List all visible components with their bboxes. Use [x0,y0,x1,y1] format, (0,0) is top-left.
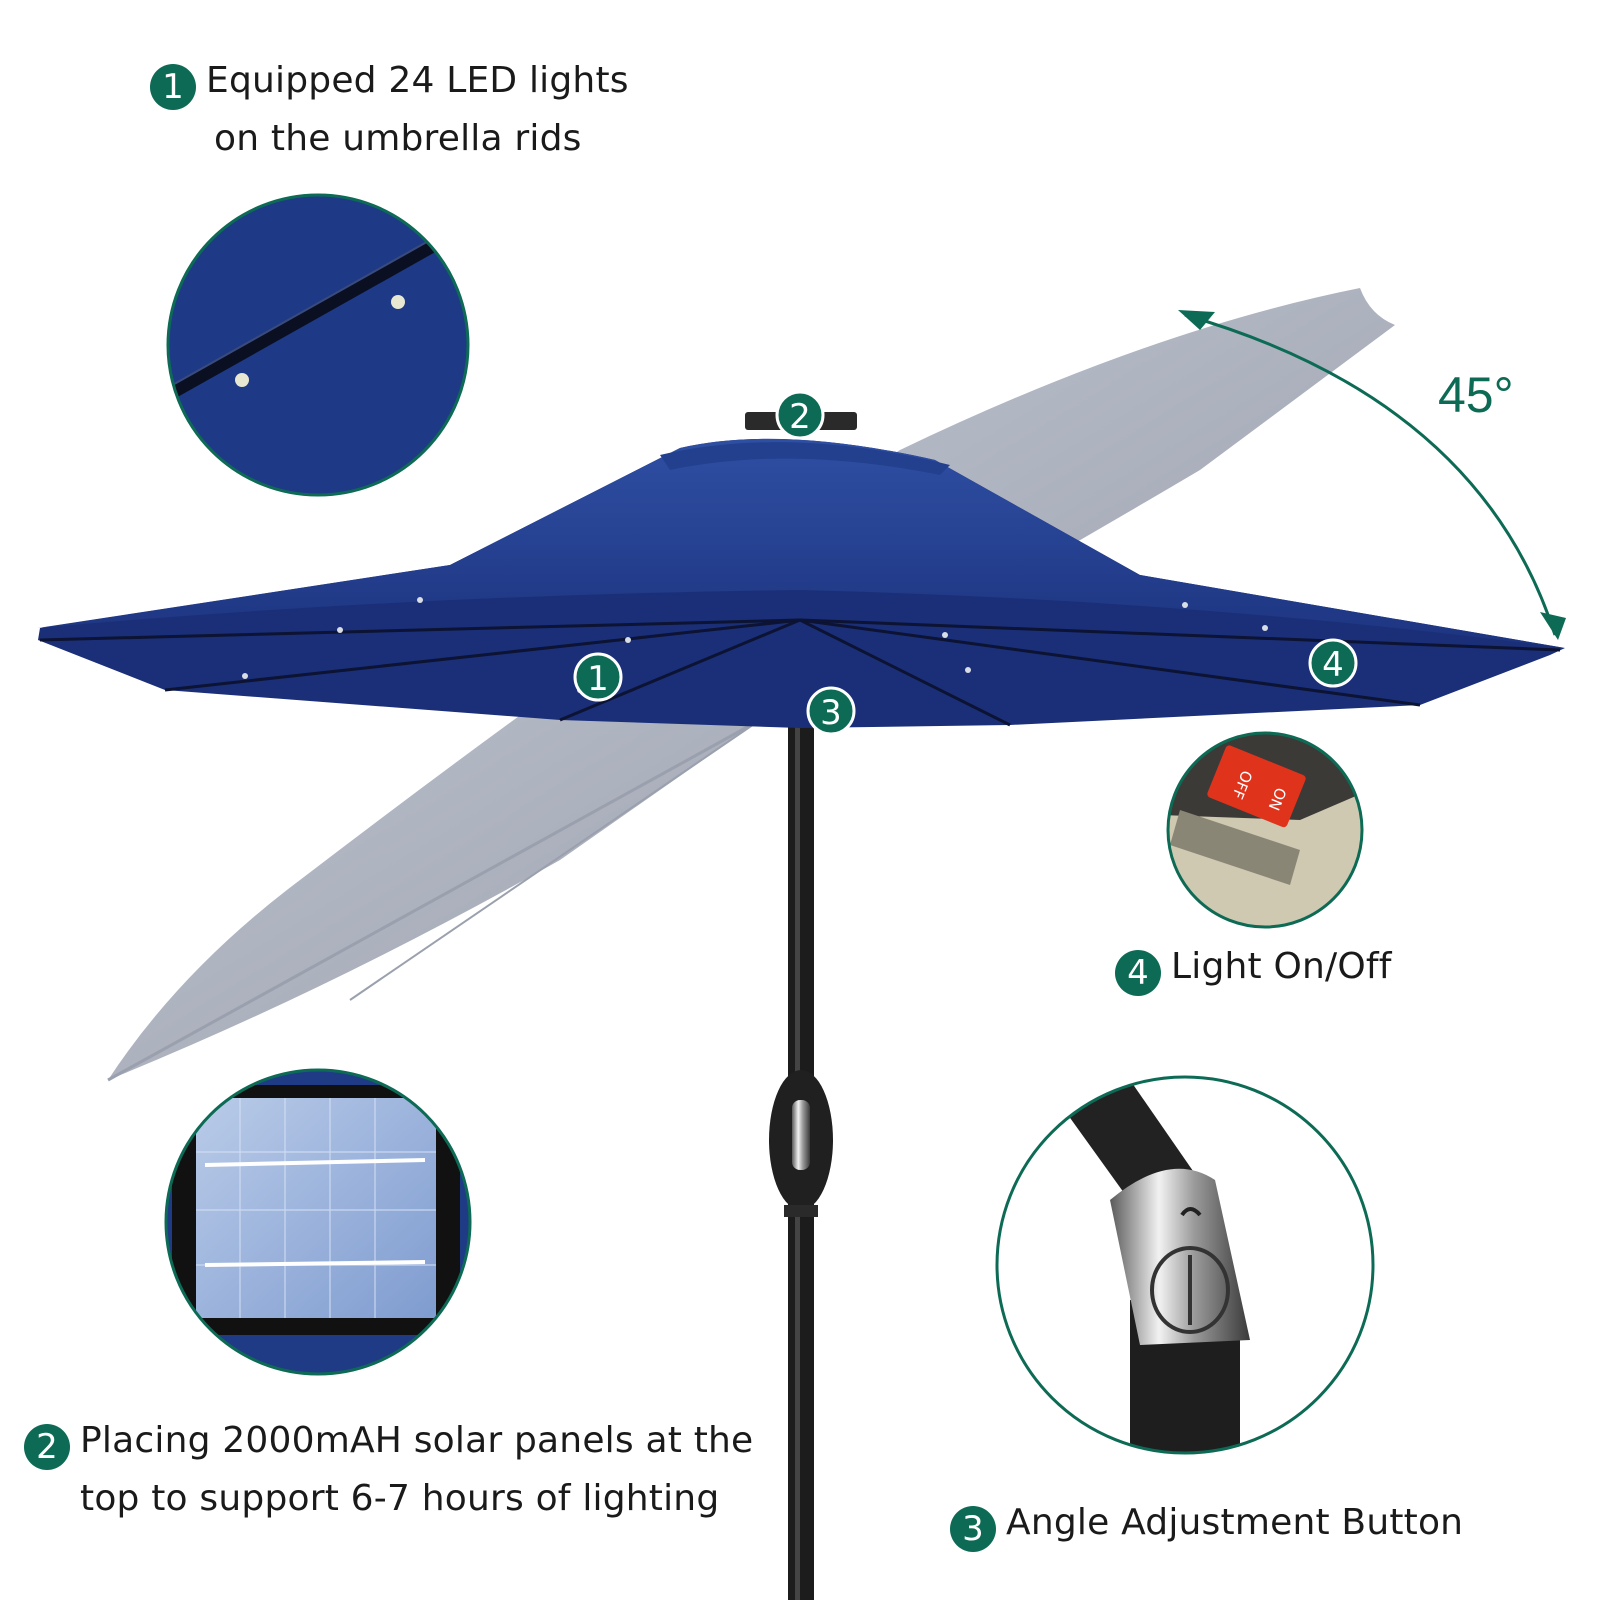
callout-1-line2: on the umbrella rids [214,118,582,159]
solar-panel-closeup-inset [164,1068,472,1376]
umbrella-canopy [38,412,1565,728]
callout-1-badge: 1 [150,64,196,110]
led-closeup-inset [166,193,470,497]
tilt-angle-indicator: 45° [1178,310,1566,640]
callout-1-line1: Equipped 24 LED lights [206,60,629,101]
marker-3-number: 3 [820,693,842,733]
callout-2-line2: top to support 6-7 hours of lighting [80,1478,720,1519]
marker-2-number: 2 [789,397,811,437]
callout-2-badge: 2 [24,1424,70,1470]
marker-3: 3 [806,686,856,736]
callout-2-line1: Placing 2000mAH solar panels at the [80,1420,754,1461]
umbrella-pole [769,620,833,1600]
marker-2: 2 [775,390,825,440]
hinge-closeup-inset [995,1075,1375,1455]
callout-4-badge: 4 [1115,950,1161,996]
switch-closeup-inset: OFF ON [1166,731,1364,929]
marker-1-number: 1 [587,659,609,699]
callout-3-line1: Angle Adjustment Button [1006,1502,1464,1543]
angle-label: 45° [1438,367,1514,423]
marker-4: 4 [1308,638,1358,688]
callout-3-badge: 3 [950,1506,996,1552]
callout-4-line1: Light On/Off [1171,946,1392,987]
marker-1: 1 [573,652,623,702]
marker-4-number: 4 [1322,645,1344,685]
callout-1-line2-row: on the umbrella rids [214,110,582,168]
callout-2-line2-row: top to support 6-7 hours of lighting [80,1470,719,1528]
